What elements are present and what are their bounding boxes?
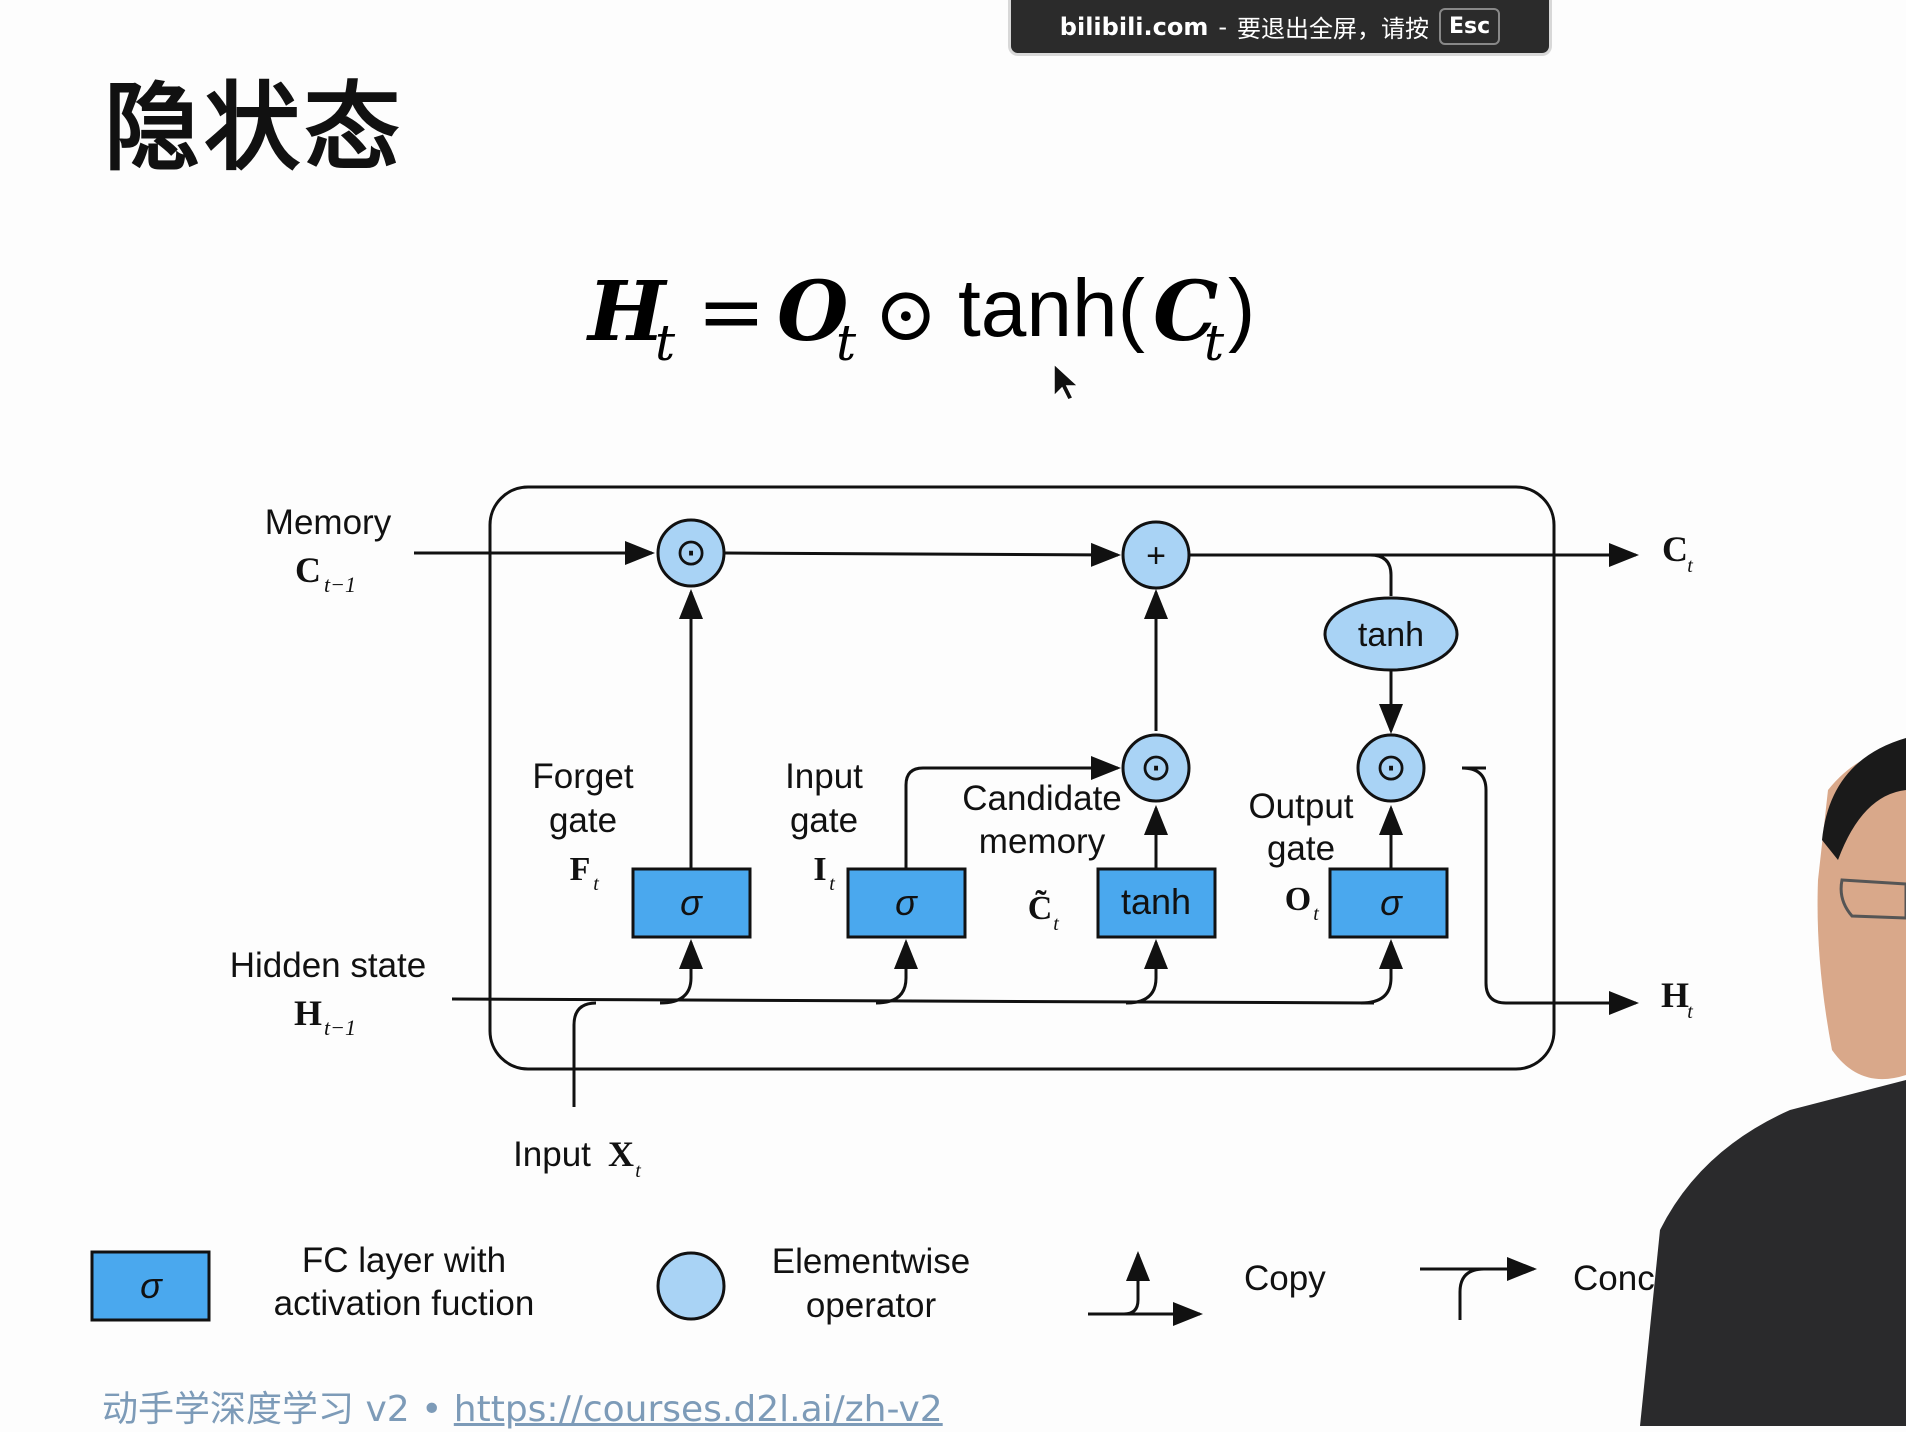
forget-symbol: F bbox=[570, 851, 591, 888]
legend-copy-up-arrow bbox=[1088, 1251, 1150, 1316]
output-mult-symbol: ⊙ bbox=[1375, 747, 1407, 789]
footer: 动手学深度学习 v2 • https://courses.d2l.ai/zh-v… bbox=[102, 1380, 943, 1432]
legend-elementwise-circle bbox=[656, 1251, 726, 1321]
candidate-tanh-box bbox=[1096, 867, 1217, 939]
output-label-2: gate bbox=[1267, 829, 1335, 868]
footer-course-text: 动手学深度学习 v2 • bbox=[102, 1389, 454, 1430]
output-gate-box bbox=[1328, 867, 1449, 939]
candidate-symbol: C̃ bbox=[1028, 889, 1053, 927]
memory-copy-line bbox=[1369, 553, 1393, 596]
candidate-label-1: Candidate bbox=[962, 779, 1122, 818]
presenter-video-overlay bbox=[1640, 738, 1906, 1426]
candidate-tanh-label: tanh bbox=[1121, 881, 1191, 922]
memory-mid-line bbox=[724, 542, 1121, 567]
eq-gate-sub: t bbox=[836, 314, 857, 372]
h-out-sub: t bbox=[1687, 1001, 1693, 1023]
h-out-symbol: H bbox=[1661, 975, 1689, 1015]
x-sub: t bbox=[635, 1160, 641, 1182]
slide-title: 隐状态 bbox=[104, 72, 404, 184]
forget-gate-box bbox=[631, 867, 752, 939]
mouse-cursor-icon bbox=[1053, 362, 1080, 401]
lstm-cell-diagram bbox=[414, 485, 1639, 1107]
candidate-label-2: memory bbox=[979, 822, 1106, 861]
c-prev-symbol: C bbox=[295, 550, 321, 590]
output-label-1: Output bbox=[1248, 787, 1353, 826]
legend-fc-box bbox=[90, 1250, 211, 1322]
esc-key: Esc bbox=[1439, 8, 1501, 45]
input-gate-line bbox=[904, 756, 1121, 868]
eq-close: ) bbox=[1228, 263, 1255, 354]
c-out-sub: t bbox=[1687, 555, 1693, 577]
tanh-ellipse bbox=[1323, 596, 1459, 672]
input-x-label: Input bbox=[513, 1135, 591, 1174]
legend-elem-line2: operator bbox=[806, 1286, 937, 1325]
forget-label-1: Forget bbox=[532, 757, 633, 796]
output-sigma: σ bbox=[1380, 882, 1403, 923]
eq-func: tanh( bbox=[958, 263, 1145, 354]
eq-arg: C bbox=[1153, 264, 1218, 360]
fullscreen-exit-banner: bilibili.com - 要退出全屏，请按 Esc bbox=[1008, 0, 1552, 56]
input-gate-label-1: Input bbox=[785, 757, 863, 796]
legend-fc-line2: activation fuction bbox=[274, 1284, 535, 1323]
forget-mult-symbol: ⊙ bbox=[675, 532, 707, 574]
eq-equals: = bbox=[697, 265, 766, 360]
tanh-ellipse-label: tanh bbox=[1358, 616, 1424, 654]
banner-message: 要退出全屏，请按 bbox=[1237, 15, 1430, 43]
eq-lhs-sub: t bbox=[655, 314, 676, 372]
forget-sub: t bbox=[593, 873, 599, 895]
output-sub: t bbox=[1313, 903, 1319, 925]
eq-arg-sub: t bbox=[1204, 314, 1225, 372]
input-gate-box bbox=[846, 867, 967, 939]
legend-fc-line1: FC layer with bbox=[302, 1241, 506, 1280]
h-to-forget bbox=[659, 939, 703, 1005]
hidden-out-line bbox=[1461, 766, 1639, 1015]
eq-lhs: H bbox=[586, 264, 668, 360]
legend-elem-line1: Elementwise bbox=[772, 1242, 970, 1281]
add-symbol: + bbox=[1146, 537, 1166, 575]
output-symbol: O bbox=[1285, 881, 1311, 918]
presenter-shirt bbox=[1640, 1080, 1906, 1426]
input-gate-symbol: I bbox=[813, 851, 826, 888]
input-mult-symbol: ⊙ bbox=[1140, 747, 1172, 789]
h-prev-symbol: H bbox=[294, 993, 322, 1033]
banner-separator: - bbox=[1218, 12, 1228, 41]
input-gate-sub: t bbox=[829, 873, 835, 895]
h-prev-sub: t−1 bbox=[324, 1015, 356, 1040]
add-circle bbox=[1121, 520, 1191, 590]
forget-mult-circle bbox=[656, 518, 726, 588]
banner-site: bilibili.com bbox=[1059, 12, 1209, 41]
hidden-state-label: Hidden state bbox=[230, 946, 427, 985]
equation: H t = O t ⊙ tanh( C t ) bbox=[586, 263, 1255, 372]
forget-sigma: σ bbox=[680, 882, 703, 923]
legend-concat-join bbox=[1458, 1267, 1485, 1320]
presenter-glasses bbox=[1839, 878, 1906, 920]
output-mult-circle bbox=[1356, 733, 1426, 803]
candidate-sub: t bbox=[1053, 913, 1059, 935]
input-sigma: σ bbox=[895, 882, 918, 923]
legend-fc-sigma: σ bbox=[140, 1265, 163, 1306]
input-mult-circle bbox=[1121, 733, 1191, 803]
eq-odot: ⊙ bbox=[874, 269, 938, 358]
eq-gate: O bbox=[777, 264, 848, 360]
h-to-output bbox=[1360, 939, 1403, 1005]
legend bbox=[90, 1250, 1537, 1326]
forget-label-2: gate bbox=[549, 801, 617, 840]
memory-label: Memory bbox=[265, 503, 392, 542]
input-x-line bbox=[572, 1001, 597, 1107]
cell-boundary bbox=[488, 485, 1556, 1071]
legend-copy-label: Copy bbox=[1244, 1259, 1326, 1298]
c-out-symbol: C bbox=[1662, 529, 1688, 569]
c-prev-sub: t−1 bbox=[324, 572, 356, 597]
hidden-state-line bbox=[451, 997, 1375, 1005]
footer-course-link[interactable]: https://courses.d2l.ai/zh-v2 bbox=[453, 1389, 943, 1430]
h-to-candidate bbox=[1125, 939, 1168, 1005]
x-symbol: X bbox=[608, 1134, 634, 1174]
h-to-input bbox=[875, 939, 918, 1005]
presenter-hair bbox=[1822, 738, 1906, 860]
input-gate-label-2: gate bbox=[790, 801, 858, 840]
